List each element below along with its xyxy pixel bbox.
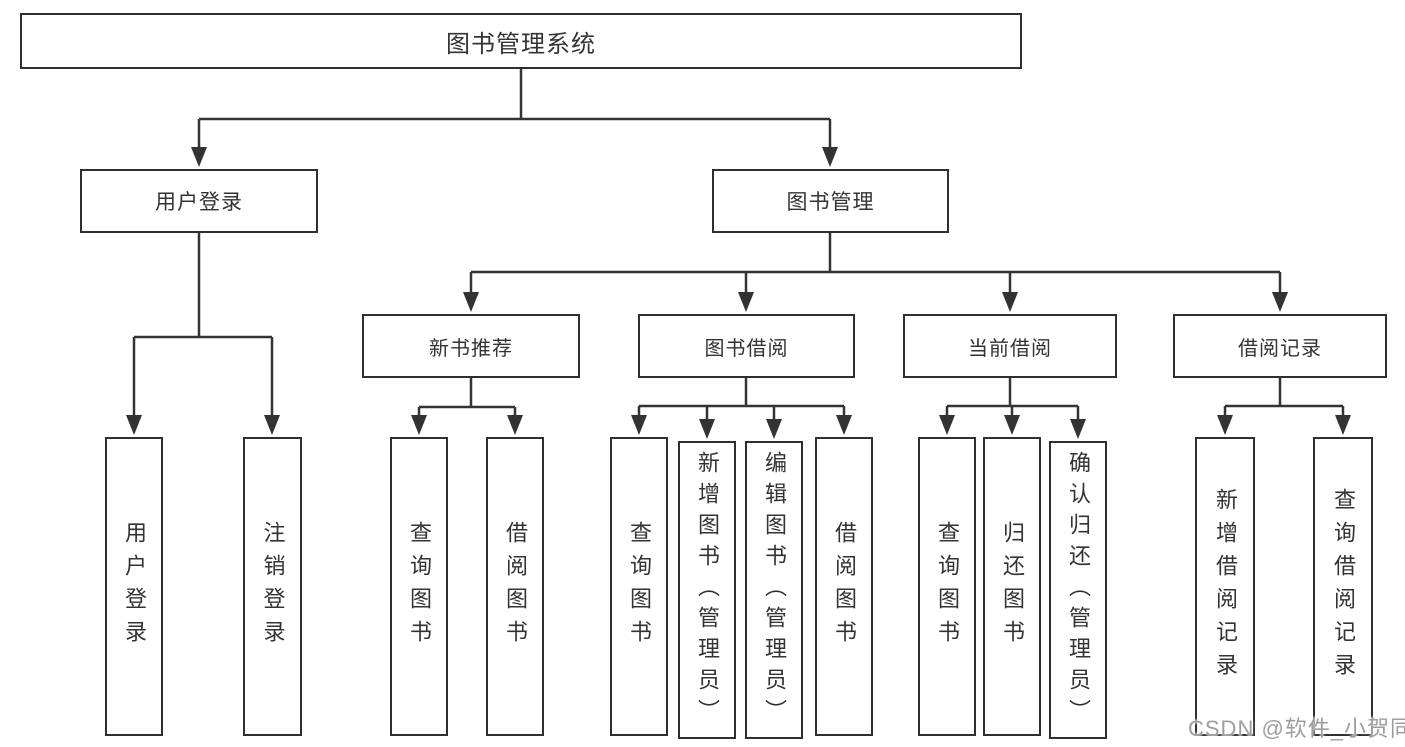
node-cb-return-book: 归还图书	[983, 437, 1041, 736]
node-root-label: 图书管理系统	[446, 30, 596, 58]
node-book-borrow-label: 图书借阅	[704, 337, 789, 360]
node-bb-borrow-book-label: 借阅图书	[832, 520, 857, 653]
node-bb-query-book-label: 查询图书	[627, 520, 652, 653]
node-br-query-record-label: 查询借阅记录	[1331, 487, 1356, 686]
watermark: CSDN @软件_小贺同学	[1188, 716, 1405, 741]
node-root: 图书管理系统	[20, 13, 1022, 69]
node-user-login-action-label: 用户登录	[122, 520, 147, 653]
node-rec-borrow-book: 借阅图书	[486, 437, 544, 736]
node-cb-confirm-return-label: 确认归还（管理员）	[1066, 450, 1091, 730]
node-bb-add-book-label: 新增图书（管理员）	[695, 450, 720, 730]
node-bb-edit-book: 编辑图书（管理员）	[745, 441, 803, 739]
connector-book-mgmt-branch	[469, 233, 1282, 296]
node-book-borrow: 图书借阅	[638, 314, 855, 378]
node-bb-edit-book-label: 编辑图书（管理员）	[762, 450, 787, 730]
node-current-borrow: 当前借阅	[903, 314, 1117, 378]
node-current-borrow-label: 当前借阅	[968, 337, 1052, 360]
arrowhead-icons	[126, 147, 1351, 439]
node-user-login-action: 用户登录	[105, 437, 163, 736]
node-bb-add-book: 新增图书（管理员）	[678, 441, 736, 739]
node-br-add-record-label: 新增借阅记录	[1213, 487, 1238, 686]
node-logout: 注销登录	[243, 437, 302, 736]
node-br-query-record: 查询借阅记录	[1313, 437, 1373, 736]
node-cb-confirm-return: 确认归还（管理员）	[1049, 441, 1107, 739]
node-logout-label: 注销登录	[260, 520, 286, 653]
node-user-login-label: 用户登录	[155, 191, 243, 214]
node-cb-query-book: 查询图书	[918, 437, 976, 736]
node-book-mgmt-label: 图书管理	[786, 191, 875, 214]
node-new-book-rec-label: 新书推荐	[429, 337, 513, 360]
node-bb-query-book: 查询图书	[610, 437, 668, 736]
connector-book-borrow-branch	[637, 378, 846, 423]
node-book-mgmt: 图书管理	[712, 169, 949, 233]
node-new-book-rec: 新书推荐	[362, 314, 580, 378]
node-bb-borrow-book: 借阅图书	[815, 437, 873, 736]
node-borrow-records-label: 借阅记录	[1238, 337, 1322, 360]
connector-root-branch	[197, 69, 832, 151]
node-user-login: 用户登录	[80, 169, 318, 233]
node-cb-query-book-label: 查询图书	[935, 520, 960, 653]
node-rec-borrow-book-label: 借阅图书	[503, 520, 528, 653]
connector-borrow-records-branch	[1223, 378, 1345, 419]
node-rec-query-book: 查询图书	[390, 437, 448, 736]
node-br-add-record: 新增借阅记录	[1195, 437, 1255, 736]
connector-user-login-branch	[132, 233, 274, 419]
node-borrow-records: 借阅记录	[1173, 314, 1387, 378]
connector-current-borrow-branch	[945, 378, 1080, 423]
connector-new-book-rec-branch	[417, 378, 517, 419]
node-cb-return-book-label: 归还图书	[1000, 520, 1025, 653]
node-rec-query-book-label: 查询图书	[407, 520, 432, 653]
